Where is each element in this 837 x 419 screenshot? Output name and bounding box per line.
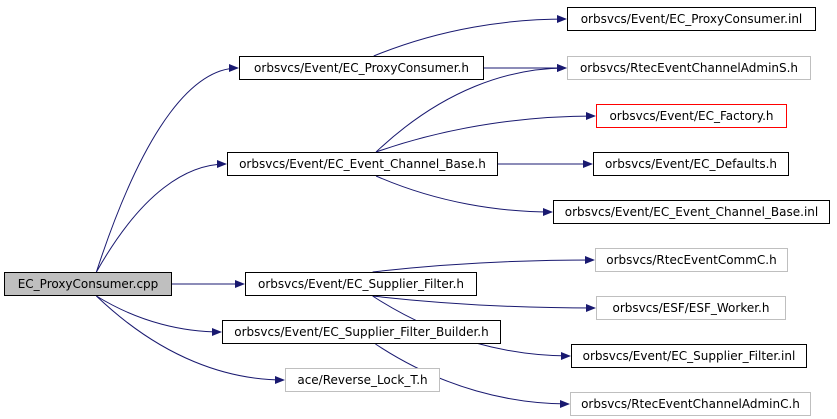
esf-worker-h-node: orbsvcs/ESF/ESF_Worker.h (596, 296, 786, 320)
reverse-lock-t-h-node: ace/Reverse_Lock_T.h (285, 368, 440, 392)
ec-supplier-filter-h-node[interactable]: orbsvcs/Event/EC_Supplier_Filter.h (245, 272, 477, 296)
edge-channel_base_h-to-factory_h (375, 112, 596, 153)
ec-supplier-filter-builder-h-node[interactable]: orbsvcs/Event/EC_Supplier_Filter_Builder… (222, 320, 501, 344)
ec-proxy-consumer-inl-node[interactable]: orbsvcs/Event/EC_ProxyConsumer.inl (567, 7, 816, 31)
ec-event-channel-base-inl-node[interactable]: orbsvcs/Event/EC_Event_Channel_Base.inl (553, 200, 830, 224)
edge-proxy_consumer_h-to-proxy_consumer_inl (373, 15, 567, 57)
root-file-node: EC_ProxyConsumer.cpp (4, 272, 172, 296)
ec-proxy-consumer-h-node[interactable]: orbsvcs/Event/EC_ProxyConsumer.h (239, 56, 484, 80)
edge-root-to-supplier_filter_builder_h (96, 295, 222, 336)
edge-root-to-channel_base_h (95, 160, 227, 273)
rtec-event-comm-c-node: orbsvcs/RtecEventCommC.h (595, 248, 788, 272)
edge-supplier_filter_h-to-esf_worker_h (372, 295, 596, 312)
edge-root-to-reverse_lock_h (96, 295, 285, 384)
edge-channel_base_h-to-rtec_admin_s (375, 64, 567, 153)
ec-defaults-h-node[interactable]: orbsvcs/Event/EC_Defaults.h (593, 152, 789, 176)
rtec-event-channel-admin-s-node: orbsvcs/RtecEventChannelAdminS.h (567, 56, 811, 80)
edge-channel_base_h-to-channel_base_inl (375, 175, 553, 216)
ec-factory-h-node[interactable]: orbsvcs/Event/EC_Factory.h (596, 104, 787, 128)
edge-root-to-proxy_consumer_h (95, 64, 239, 273)
rtec-event-channel-admin-c-node: orbsvcs/RtecEventChannelAdminC.h (570, 392, 811, 416)
ec-event-channel-base-h-node[interactable]: orbsvcs/Event/EC_Event_Channel_Base.h (227, 152, 498, 176)
edge-supplier_filter_builder_h-to-rtec_admin_c (375, 343, 570, 408)
ec-supplier-filter-inl-node[interactable]: orbsvcs/Event/EC_Supplier_Filter.inl (571, 344, 807, 368)
edge-supplier_filter_h-to-rtec_comm_c (372, 256, 595, 273)
